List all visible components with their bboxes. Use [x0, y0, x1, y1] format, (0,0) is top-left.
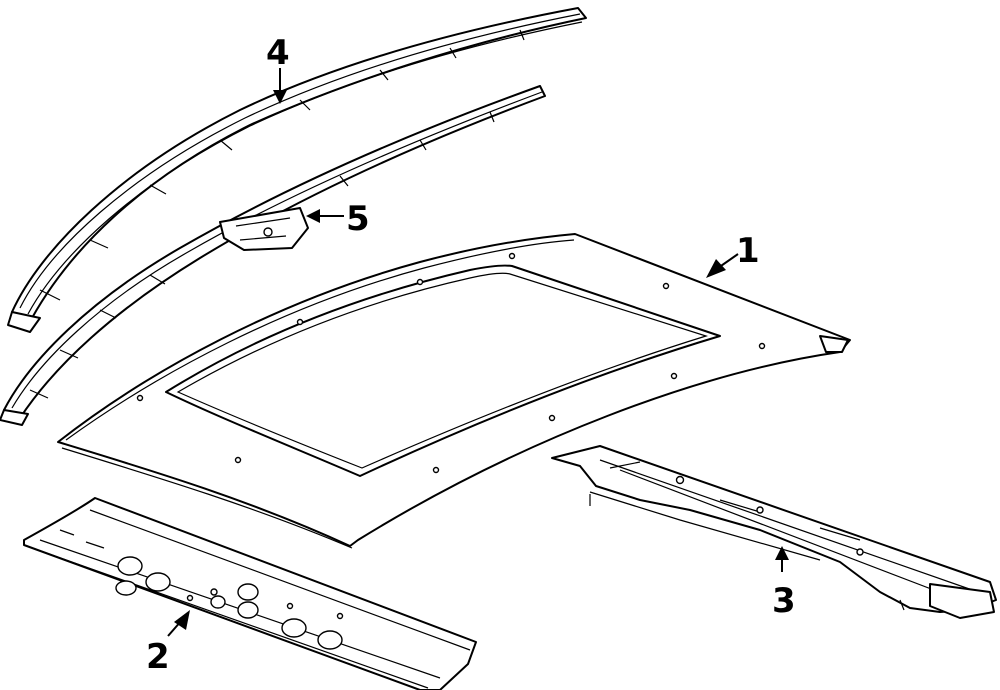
callout-leaders — [167, 68, 789, 637]
roof-panel — [57, 233, 851, 549]
roof-side-rail-inner — [0, 85, 546, 426]
front-header-openings — [115, 556, 344, 650]
front-roof-header — [23, 497, 477, 690]
callout-part-1: 1 — [736, 231, 760, 271]
callout-part-2: 2 — [146, 637, 170, 677]
roof-panel-mount-holes — [136, 252, 766, 474]
callout-part-5: 5 — [346, 199, 370, 239]
callout-part-3: 3 — [772, 581, 796, 621]
callout-part-4: 4 — [266, 33, 290, 73]
roof-side-rail-outer — [7, 7, 587, 333]
rear-roof-bow — [551, 445, 997, 619]
